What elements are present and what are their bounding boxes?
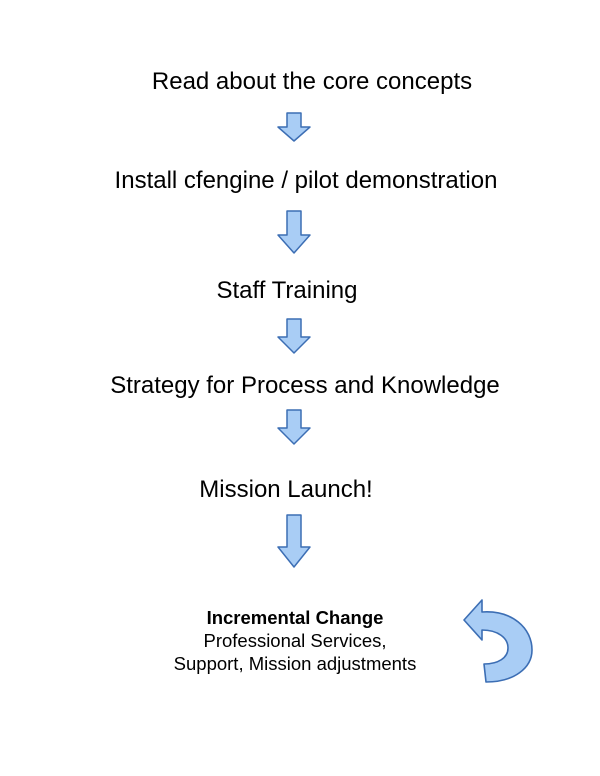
- cycle-arrow-icon: [463, 599, 533, 683]
- step-install-cfengine: Install cfengine / pilot demonstration: [114, 167, 498, 194]
- step-strategy: Strategy for Process and Knowledge: [110, 372, 500, 399]
- final-stage-line1: Professional Services,: [203, 630, 387, 651]
- down-arrow-icon: [277, 210, 311, 254]
- final-stage: Incremental Change Professional Services…: [115, 606, 475, 675]
- step-mission-launch: Mission Launch!: [199, 476, 373, 503]
- down-arrow-icon: [277, 409, 311, 445]
- step-staff-training: Staff Training: [216, 277, 358, 304]
- step-read-concepts: Read about the core concepts: [151, 68, 473, 95]
- final-stage-title: Incremental Change: [206, 607, 384, 628]
- down-arrow-icon: [277, 112, 311, 142]
- final-stage-line2: Support, Mission adjustments: [173, 653, 417, 674]
- down-arrow-icon: [277, 318, 311, 354]
- down-arrow-icon: [277, 514, 311, 568]
